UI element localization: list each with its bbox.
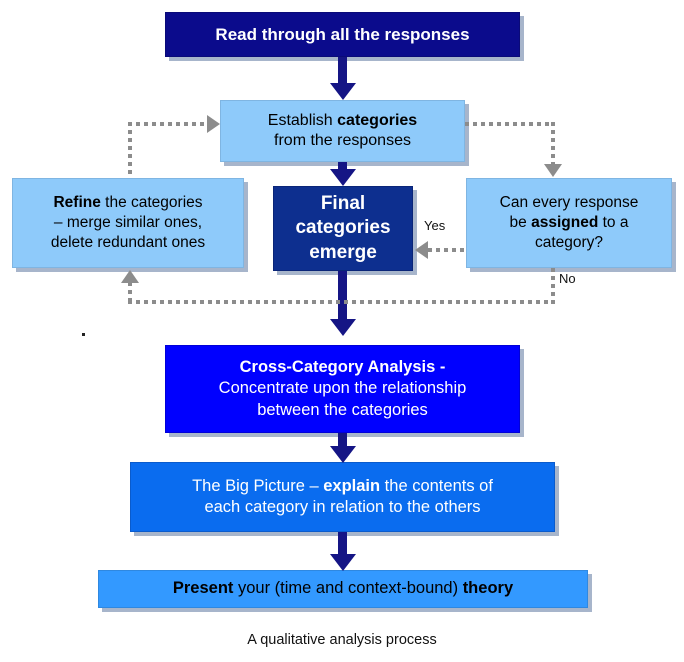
arrow-cross-to-big-shaft: [338, 433, 347, 446]
edge-establish-to-can-arrowhead: [544, 164, 562, 177]
node-present-theory-text: Present your (time and context-bound) th…: [172, 579, 514, 598]
arrow-big-to-present-head: [329, 554, 356, 571]
edge-no-up-to-refine-vertical: [128, 282, 132, 302]
edge-no-bottom-horizontal: [128, 300, 555, 304]
edge-label-yes: Yes: [424, 218, 446, 233]
speck-artifact: [82, 333, 85, 336]
edge-yes-can-to-final-arrowhead: [415, 241, 428, 259]
arrow-establish-to-final-head: [329, 169, 356, 186]
node-present-theory[interactable]: Present your (time and context-bound) th…: [98, 570, 588, 608]
node-refine-categories-text: Refine the categories– merge similar one…: [50, 194, 206, 251]
edge-establish-to-can-vertical: [551, 122, 555, 166]
node-read-responses[interactable]: Read through all the responses: [165, 12, 520, 57]
node-cross-category-analysis-text: Cross-Category Analysis -Concentrate upo…: [218, 358, 467, 419]
node-read-responses-text: Read through all the responses: [215, 24, 470, 44]
edge-refine-to-establish-horizontal: [128, 122, 210, 126]
edge-no-can-down-vertical: [551, 268, 555, 304]
edge-establish-to-can-horizontal: [465, 122, 555, 126]
node-the-big-picture[interactable]: The Big Picture – explain the contents o…: [130, 462, 555, 532]
node-cross-category-analysis[interactable]: Cross-Category Analysis -Concentrate upo…: [165, 345, 520, 433]
edge-label-no: No: [559, 271, 576, 286]
arrow-read-to-establish-head: [329, 83, 356, 100]
edge-no-to-refine-arrowhead: [121, 270, 139, 283]
diagram-caption: A qualitative analysis process: [247, 632, 437, 648]
arrow-big-to-present-shaft: [338, 532, 347, 554]
edge-yes-can-to-final-horizontal: [428, 248, 466, 252]
arrow-final-to-cross-shaft: [338, 271, 347, 319]
arrow-establish-to-final-shaft: [338, 162, 347, 169]
arrow-final-to-cross-head: [329, 319, 356, 336]
arrow-read-to-establish-shaft: [338, 57, 347, 84]
edge-refine-to-establish-arrowhead: [207, 115, 220, 133]
edge-refine-to-establish-vertical: [128, 122, 132, 178]
node-the-big-picture-text: The Big Picture – explain the contents o…: [192, 476, 493, 516]
node-refine-categories[interactable]: Refine the categories– merge similar one…: [12, 178, 244, 268]
arrow-cross-to-big-head: [329, 446, 356, 463]
